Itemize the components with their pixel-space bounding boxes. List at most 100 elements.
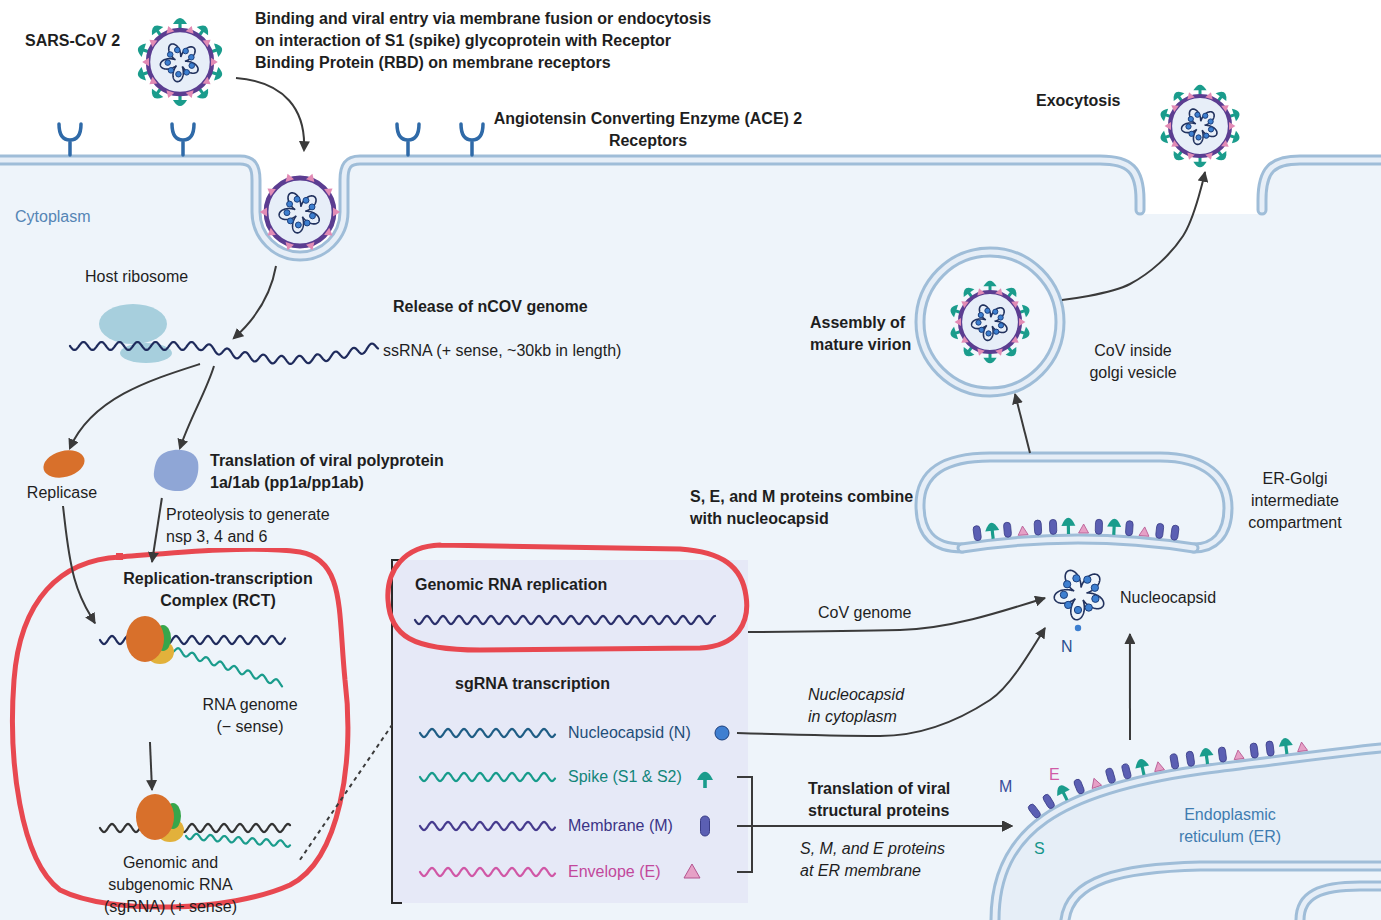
red-annotation <box>13 545 747 907</box>
spike-head <box>136 67 146 82</box>
envelope-protein <box>164 25 174 34</box>
nucleocapsid-bead <box>1189 131 1194 136</box>
step-note: S, M, and E proteins at ER membrane <box>800 838 960 882</box>
envelope-protein <box>975 348 984 357</box>
spike-head <box>214 42 224 57</box>
ergic-drawing <box>920 457 1228 548</box>
node-label: Genomic and subgenomic RNA (sgRNA) (+ se… <box>78 852 263 918</box>
envelope-protein <box>1221 102 1231 112</box>
membrane-protein-group <box>1297 741 1308 751</box>
ergic-membrane <box>920 457 1228 548</box>
rna-panel: Genomic RNA replicationsgRNA transcripti… <box>392 560 748 903</box>
envelope-protein <box>1165 122 1171 130</box>
envelope-protein <box>142 58 149 66</box>
envelope-protein <box>1205 91 1214 100</box>
ace2-receptor <box>461 124 483 155</box>
plasma-membrane <box>1262 160 1381 210</box>
envelope-protein <box>1229 122 1235 130</box>
envelope-protein <box>1221 140 1231 150</box>
flow-connector <box>737 628 1045 736</box>
envelope-protein <box>164 25 174 34</box>
rna-strand <box>100 824 290 832</box>
spike-head <box>1170 151 1184 163</box>
genome-coil <box>1182 109 1217 144</box>
envelope-protein <box>265 228 276 239</box>
envelope-protein <box>1139 526 1150 536</box>
envelope-protein <box>1018 526 1029 536</box>
nucleocapsid-bead <box>310 213 316 219</box>
membrane-protein-group <box>1266 741 1275 757</box>
membrane-protein-group <box>1134 758 1151 777</box>
flow-connector <box>63 506 95 623</box>
nucleocapsid-bead <box>1085 604 1092 611</box>
envelope-protein <box>283 242 294 252</box>
spike-head <box>1159 107 1168 121</box>
envelope-protein <box>995 287 1004 296</box>
envelope-protein <box>1297 741 1308 751</box>
nucleocapsid-bead <box>1092 595 1099 602</box>
nucleocapsid-bead <box>1186 124 1191 129</box>
envelope-protein <box>265 185 276 196</box>
membrane-protein <box>1186 751 1195 767</box>
ace2-receptors <box>59 124 483 155</box>
envelope-protein <box>324 228 335 239</box>
host-ribosome <box>70 304 378 364</box>
membrane-protein-group <box>1170 753 1179 769</box>
nucleocapsid-bead <box>184 70 190 76</box>
envelope-protein <box>959 298 969 308</box>
hand-drawn-outline <box>13 549 348 907</box>
vesicle-membrane <box>920 252 1060 392</box>
er-membrane <box>995 748 1381 920</box>
nucleocapsid: Nucleocapsid <box>1045 562 1230 634</box>
ergic-membrane <box>920 457 1228 548</box>
nucleocapsid-bead <box>1091 584 1098 591</box>
membrane-protein <box>1049 519 1056 534</box>
membrane-protein <box>1095 519 1102 534</box>
er-membrane <box>1300 886 1381 920</box>
nucleocapsid-bead <box>176 71 182 77</box>
node-label: Nucleocapsid <box>1120 587 1230 609</box>
plasma-membrane <box>0 160 1140 256</box>
membrane-protein-group <box>1250 743 1259 759</box>
node-label: ER-Golgi intermediate compartment <box>1238 468 1352 534</box>
membrane-protein-group <box>1186 751 1195 767</box>
process-arrow <box>236 78 304 150</box>
envelope-protein <box>959 336 969 346</box>
node-label: Replicase <box>22 482 102 504</box>
envelope-protein <box>1221 140 1231 150</box>
envelope-protein <box>955 318 961 326</box>
envelope-protein <box>1011 336 1021 346</box>
spike-head <box>984 522 999 532</box>
virion-illustration <box>1159 85 1242 168</box>
process-arrow <box>180 366 214 448</box>
flow-connector <box>1062 172 1205 300</box>
spike-head <box>1159 131 1168 145</box>
replication-complex-illustration <box>126 616 174 664</box>
er-membrane <box>1065 866 1381 920</box>
virus-name: SARS-CoV 2 <box>25 30 155 52</box>
spike-head <box>1216 89 1230 101</box>
spike-head <box>960 347 974 359</box>
membrane-protein-group <box>1121 763 1131 779</box>
nucleocapsid-bead <box>979 327 984 332</box>
spike-head <box>1193 85 1206 91</box>
spike-head <box>949 303 958 317</box>
nucleocapsid-bead <box>985 308 990 313</box>
vesicle-membrane <box>920 252 1060 392</box>
viral-envelope <box>960 292 1020 352</box>
membrane-protein-group <box>1003 522 1011 538</box>
step-note: S, E, and M proteins combine with nucleo… <box>690 486 920 530</box>
nucleocapsid-bead <box>284 210 290 216</box>
envelope-protein <box>1169 102 1179 112</box>
panel-ground <box>392 560 748 903</box>
membrane-protein-group <box>1233 749 1244 759</box>
replication-complex-illustration <box>126 616 164 662</box>
nucleocapsid-bead <box>1084 576 1091 583</box>
membrane-protein-group <box>1218 747 1227 763</box>
flow-connector <box>300 725 392 860</box>
sgrna-wave <box>420 773 555 781</box>
viral-envelope <box>148 30 212 94</box>
membrane-protein <box>1073 778 1085 795</box>
envelope-protein <box>265 228 276 239</box>
